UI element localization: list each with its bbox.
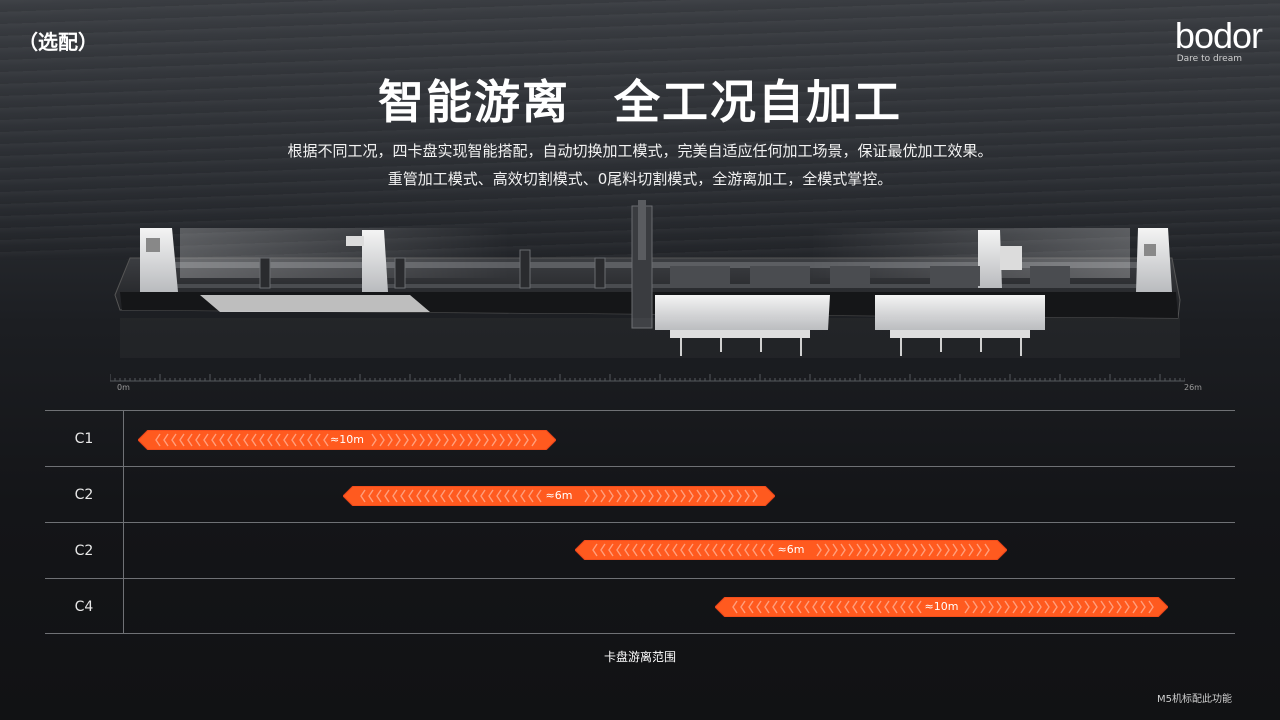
- page-title: 智能游离全工况自加工: [0, 66, 1280, 132]
- title-part2: 全工况自加工: [614, 75, 902, 129]
- range-arrow-c2: ≈6m: [342, 485, 776, 507]
- range-caption: 卡盘游离范围: [603, 650, 676, 664]
- range-arrow-c3: ≈6m: [574, 539, 1008, 561]
- ruler-start-label: 0m: [117, 383, 130, 392]
- range-arrow-c1: ≈10m: [137, 429, 557, 451]
- range-label: ≈10m: [330, 433, 364, 446]
- row-label: C1: [74, 431, 94, 447]
- brand-logo: bodor Dare to dream: [1174, 15, 1263, 65]
- table-row: C2: [45, 522, 1235, 579]
- optional-tag: （选配）: [18, 30, 98, 54]
- table-divider: [123, 410, 124, 634]
- row-label: C2: [74, 543, 94, 559]
- length-ruler: [110, 374, 1185, 382]
- row-label: C2: [74, 487, 94, 503]
- subtitle-line2: 重管加工模式、高效切割模式、0尾料切割模式，全游离加工，全模式掌控。: [387, 170, 893, 188]
- range-label: ≈6m: [545, 489, 573, 502]
- brand-name: bodor: [1174, 15, 1263, 56]
- title-part1: 智能游离: [378, 75, 570, 129]
- table-row: C4: [45, 578, 1235, 635]
- table-bottom-border: [45, 633, 1235, 634]
- range-arrow-c4: ≈10m: [714, 596, 1169, 618]
- brand-slogan: Dare to dream: [1176, 54, 1242, 64]
- machine-illustration: [114, 200, 1181, 356]
- range-label: ≈6m: [777, 543, 805, 556]
- row-label: C4: [74, 599, 94, 615]
- chuck-range-table: C1 C2 C2 C4: [45, 410, 1235, 634]
- subtitle-line1: 根据不同工况，四卡盘实现智能搭配，自动切换加工模式，完美自适应任何加工场景，保证…: [287, 142, 993, 160]
- ruler-end-label: 26m: [1184, 383, 1202, 392]
- footnote: M5机标配此功能: [1157, 694, 1232, 705]
- range-label: ≈10m: [924, 600, 959, 613]
- table-row: C1: [45, 410, 1235, 467]
- table-row: C2: [45, 466, 1235, 523]
